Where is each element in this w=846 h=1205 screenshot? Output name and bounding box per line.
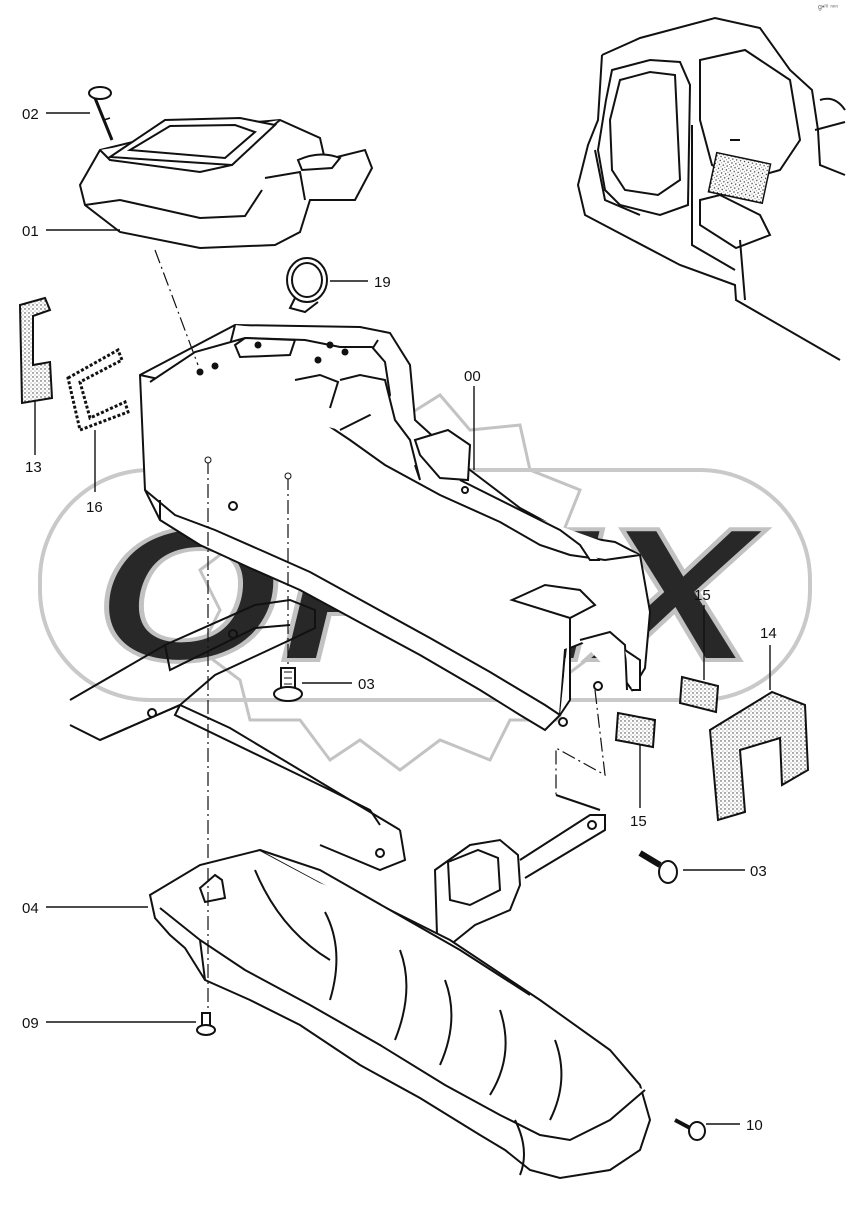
callout-10: 10 bbox=[746, 1117, 763, 1134]
bolt-drawings bbox=[273, 667, 678, 884]
corner-mark: g•ᵐ ⁿⁿⁿ bbox=[818, 4, 838, 11]
callout-04: 04 bbox=[22, 900, 39, 917]
bracket-drawing bbox=[433, 794, 606, 947]
callout-15-upper: 15 bbox=[694, 587, 711, 604]
leader-lines bbox=[34, 112, 771, 1125]
cab-thumbnail bbox=[576, 16, 846, 361]
callout-16: 16 bbox=[86, 499, 103, 516]
callout-14: 14 bbox=[760, 625, 777, 642]
reference-lines bbox=[154, 249, 606, 1010]
callout-19: 19 bbox=[374, 274, 391, 291]
frame-drawing bbox=[69, 598, 407, 872]
callout-03-bracket: 03 bbox=[750, 863, 767, 880]
callout-15-lower: 15 bbox=[630, 813, 647, 830]
pad-l-shape-drawing bbox=[18, 296, 54, 405]
seal-strip-drawing bbox=[66, 347, 130, 433]
callout-09: 09 bbox=[22, 1015, 39, 1032]
callout-13: 13 bbox=[25, 459, 42, 476]
small-screws-drawing bbox=[196, 1012, 706, 1141]
callout-01: 01 bbox=[22, 223, 39, 240]
pads-drawing bbox=[614, 675, 810, 822]
callout-03-center: 03 bbox=[358, 676, 375, 693]
callout-02: 02 bbox=[22, 106, 39, 123]
clamp-drawing bbox=[286, 257, 328, 314]
lower-tray-drawing bbox=[148, 848, 652, 1180]
callout-labels: 02 01 19 13 16 00 15 14 03 15 03 04 09 1… bbox=[22, 106, 777, 1134]
screw-top-drawing bbox=[88, 86, 114, 141]
console-body-drawing bbox=[138, 323, 652, 732]
upper-cover-drawing bbox=[78, 116, 374, 250]
callout-00: 00 bbox=[464, 368, 481, 385]
